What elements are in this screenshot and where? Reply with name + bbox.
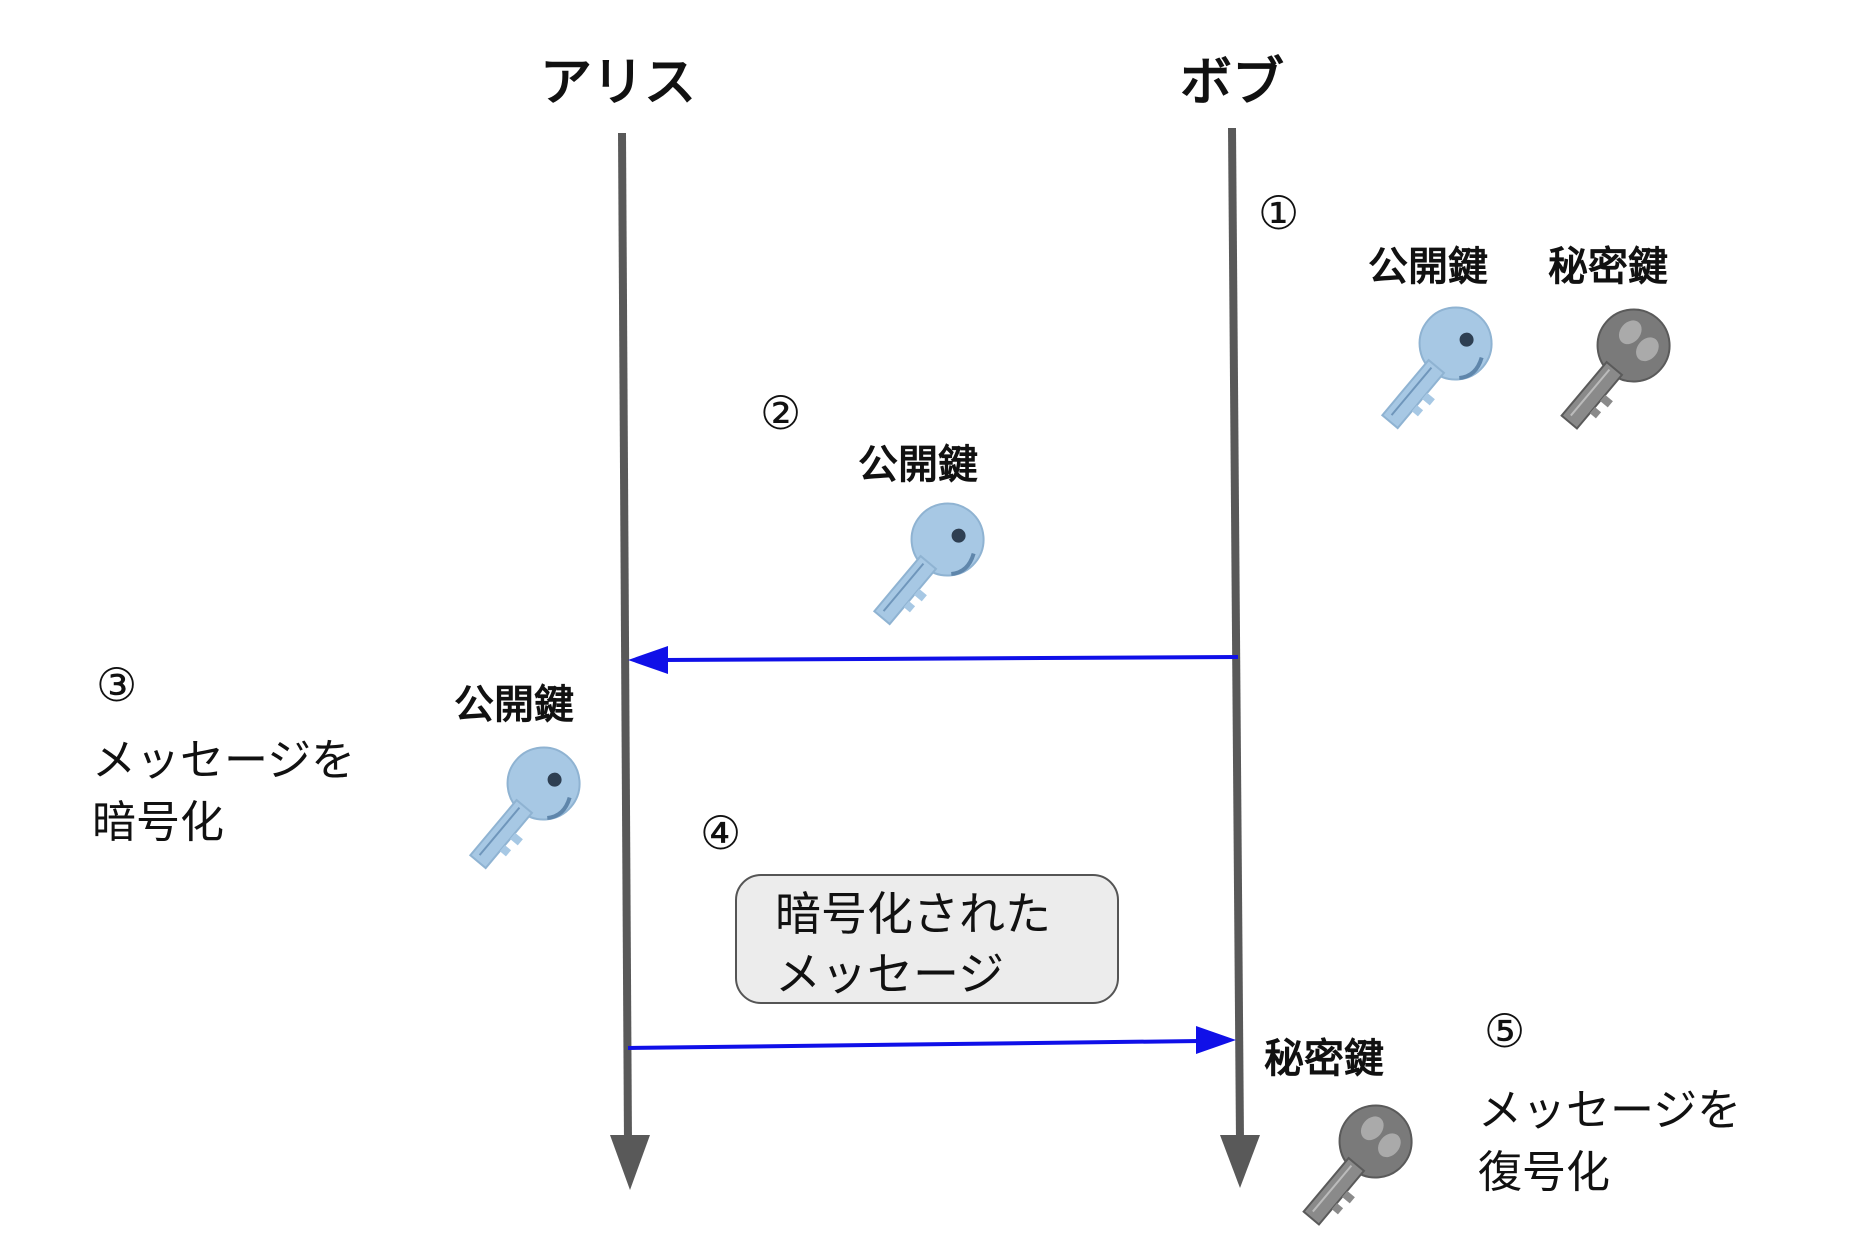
light-blue-key-icon [468,746,581,870]
step-2-public-key-label: 公開鍵 [858,442,978,488]
step-1-private-key-label: 秘密鍵 [1548,244,1668,290]
step-4-number: ④ [700,806,742,860]
encrypted-message-box: 暗号化された メッセージ [735,874,1119,1004]
step-1-number: ① [1258,186,1300,240]
alice-lifeline-arrowhead [610,1135,650,1190]
light-blue-key-icon [1380,306,1493,430]
step-3-description-line-2: 暗号化 [92,797,224,848]
step-2-number: ② [760,386,802,440]
gray-key-icon [1560,308,1671,430]
step-3-description: メッセージを 暗号化 [92,730,355,854]
gray-key-icon [1302,1104,1413,1226]
step-1-public-key-label: 公開鍵 [1368,244,1488,290]
public-key-transfer-arrow [663,655,1239,662]
bob-label: ボブ [1180,53,1285,113]
bob-lifeline [1228,127,1244,1143]
public-key-transfer-arrowhead [628,646,668,674]
encrypted-message-line-1: 暗号化された [775,887,1051,941]
step-5-description: メッセージを 復号化 [1478,1080,1741,1204]
encrypted-message-line-2: メッセージ [775,947,1005,1001]
step-3-number: ③ [96,658,138,712]
bob-lifeline-arrowhead [1220,1135,1260,1188]
step-3-description-line-1: メッセージを [92,735,356,786]
step-5-number: ⑤ [1484,1004,1526,1058]
step-5-private-key-label: 秘密鍵 [1264,1036,1384,1082]
alice-label: アリス [540,53,697,113]
encrypted-message-arrowhead [1196,1026,1236,1054]
light-blue-key-icon [872,502,985,626]
step-5-description-line-1: メッセージを [1478,1085,1742,1136]
alice-lifeline [618,132,632,1146]
step-5-description-line-2: 復号化 [1478,1147,1610,1198]
encrypted-message-arrow [627,1039,1201,1050]
step-3-public-key-label: 公開鍵 [454,682,574,728]
